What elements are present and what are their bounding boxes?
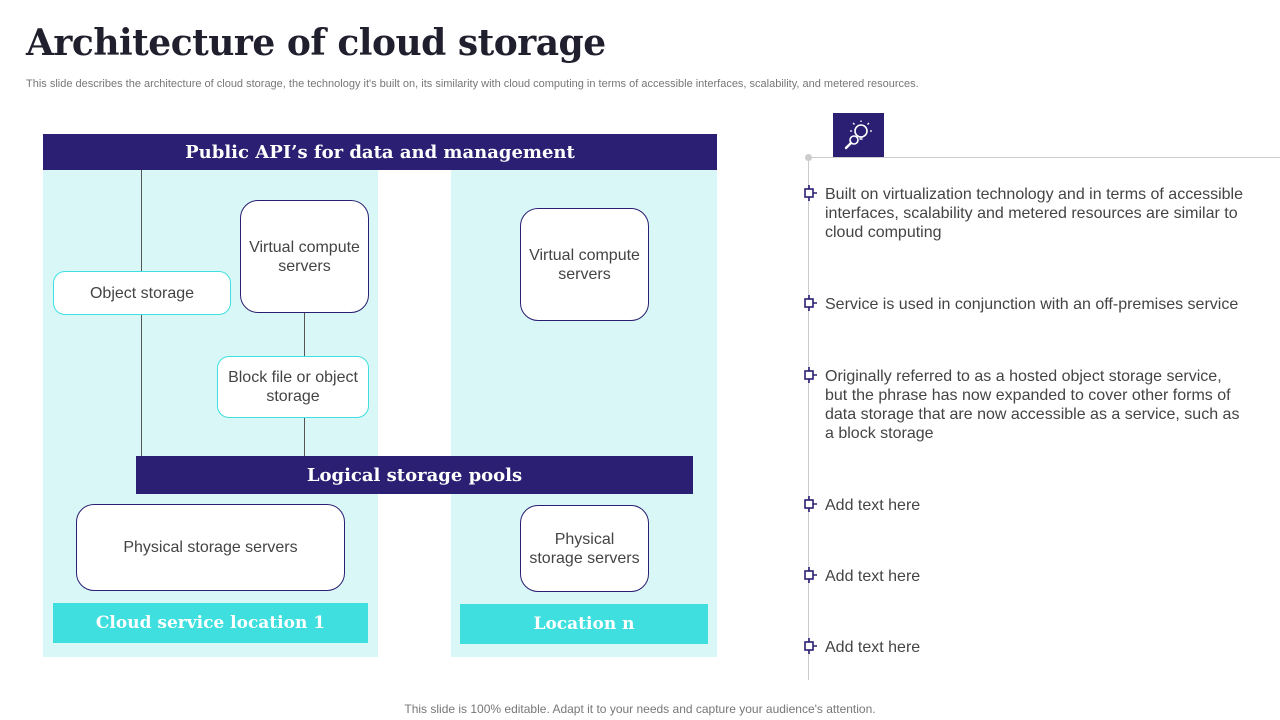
- connector-line: [141, 170, 142, 271]
- timeline-line: [808, 158, 809, 680]
- lightbulb-magnifier-icon: [833, 113, 884, 157]
- virtual-compute-box-2: Virtual compute servers: [520, 208, 649, 321]
- physical-storage-box: Physical storage servers: [76, 504, 345, 591]
- point-text: Add text here: [825, 639, 921, 656]
- point-text: Originally referred to as a hosted objec…: [825, 368, 1240, 442]
- physical-storage-box-2: Physical storage servers: [520, 505, 649, 592]
- bullet-marker-icon: [804, 567, 817, 583]
- bullet-marker-icon: [804, 367, 817, 383]
- connector-line: [304, 312, 305, 356]
- connector-line: [304, 418, 305, 456]
- timeline-divider: [808, 157, 1280, 158]
- footer-note: This slide is 100% editable. Adapt it to…: [404, 702, 876, 716]
- location-1-label: Cloud service location 1: [53, 603, 368, 643]
- point-text: Add text here: [825, 568, 921, 585]
- bullet-marker-icon: [804, 496, 817, 512]
- bullet-marker-icon: [804, 638, 817, 654]
- location-n-label: Location n: [460, 604, 708, 644]
- bullet-marker-icon: [804, 295, 817, 311]
- bullet-marker-icon: [804, 185, 817, 201]
- logical-storage-pools-bar: Logical storage pools: [136, 456, 693, 494]
- block-storage-box: Block file or object storage: [217, 356, 369, 418]
- point-text: Add text here: [825, 497, 921, 514]
- page-title: Architecture of cloud storage: [26, 22, 606, 64]
- point-text: Service is used in conjunction with an o…: [825, 296, 1239, 313]
- timeline-dot: [805, 154, 812, 161]
- page-subtitle: This slide describes the architecture of…: [26, 78, 919, 90]
- connector-line: [141, 315, 142, 456]
- public-api-bar: Public API’s for data and management: [43, 134, 717, 170]
- object-storage-box: Object storage: [53, 271, 231, 315]
- point-text: Built on virtualization technology and i…: [825, 186, 1243, 241]
- virtual-compute-box: Virtual compute servers: [240, 200, 369, 313]
